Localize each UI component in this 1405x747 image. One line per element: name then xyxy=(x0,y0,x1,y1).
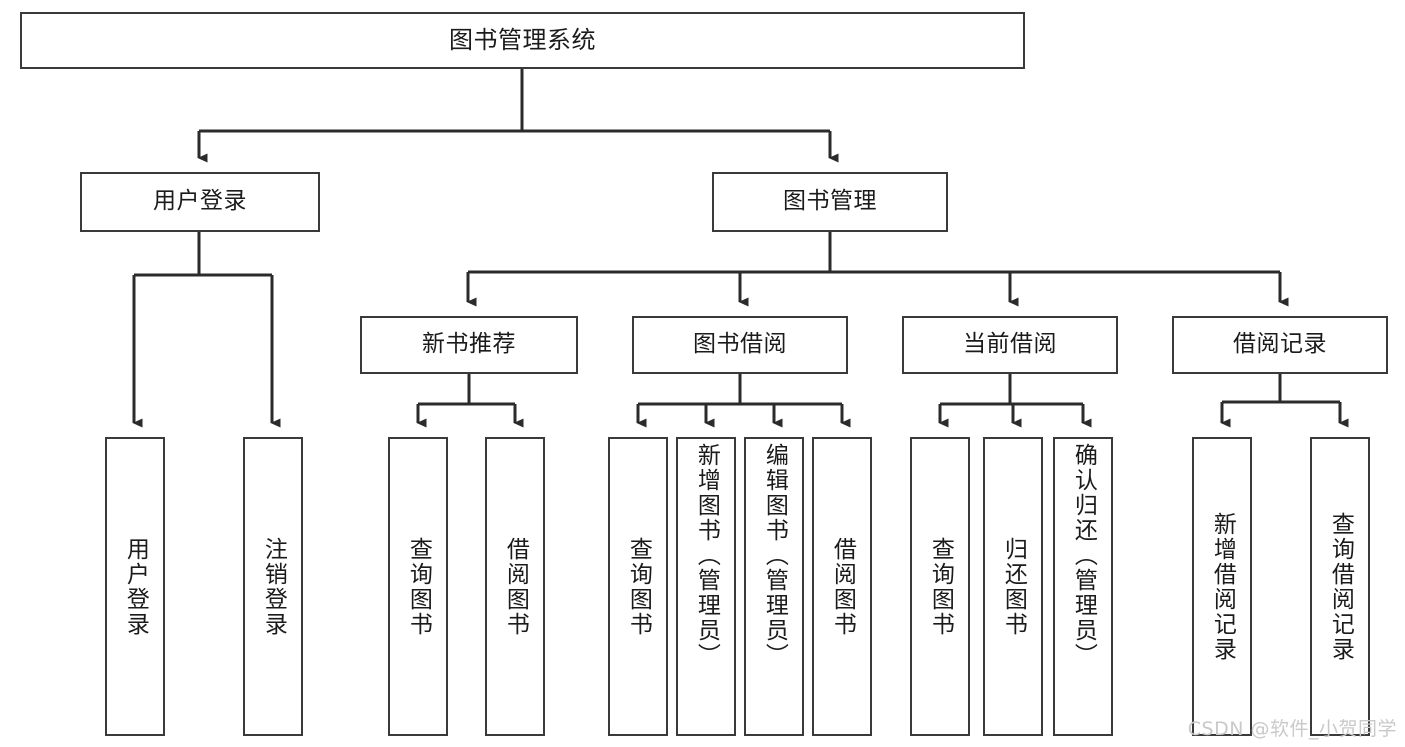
node-leaf-user-login-label: 用户登录 xyxy=(122,536,149,637)
node-book-borrow-label: 图书借阅 xyxy=(693,331,787,358)
node-leaf-logout[interactable]: 注销登录 xyxy=(243,437,303,736)
node-leaf-add-book-label: 新增图书（管理员） xyxy=(693,443,720,668)
node-leaf-query-book-borrow-label: 查询图书 xyxy=(625,536,652,637)
node-leaf-add-book[interactable]: 新增图书（管理员） xyxy=(676,437,736,736)
node-leaf-return-book[interactable]: 归还图书 xyxy=(983,437,1043,736)
node-leaf-user-login[interactable]: 用户登录 xyxy=(105,437,165,736)
node-leaf-add-record-label: 新增借阅记录 xyxy=(1209,511,1236,662)
node-leaf-query-book-borrow[interactable]: 查询图书 xyxy=(608,437,668,736)
node-current-borrow-label: 当前借阅 xyxy=(963,331,1057,358)
node-leaf-borrow-book-label: 借阅图书 xyxy=(829,536,856,637)
node-book-borrow[interactable]: 图书借阅 xyxy=(632,316,848,374)
node-current-borrow[interactable]: 当前借阅 xyxy=(902,316,1118,374)
node-book-manage-label: 图书管理 xyxy=(783,188,877,215)
node-leaf-query-book-rec-label: 查询图书 xyxy=(405,536,432,637)
node-leaf-confirm-return[interactable]: 确认归还（管理员） xyxy=(1053,437,1113,736)
node-leaf-edit-book-label: 编辑图书（管理员） xyxy=(761,443,788,668)
watermark-text: CSDN @软件_小贺同学 xyxy=(1187,718,1397,740)
node-root-label: 图书管理系统 xyxy=(449,26,596,55)
node-leaf-query-book-cur[interactable]: 查询图书 xyxy=(910,437,970,736)
node-leaf-logout-label: 注销登录 xyxy=(260,536,287,637)
node-borrow-record-label: 借阅记录 xyxy=(1233,331,1327,358)
node-leaf-query-book-rec[interactable]: 查询图书 xyxy=(388,437,448,736)
node-leaf-borrow-book-rec-label: 借阅图书 xyxy=(502,536,529,637)
node-leaf-edit-book[interactable]: 编辑图书（管理员） xyxy=(744,437,804,736)
node-user-login[interactable]: 用户登录 xyxy=(80,172,320,232)
node-root[interactable]: 图书管理系统 xyxy=(20,12,1025,69)
node-leaf-query-book-cur-label: 查询图书 xyxy=(927,536,954,637)
node-leaf-borrow-book-rec[interactable]: 借阅图书 xyxy=(485,437,545,736)
node-leaf-query-record[interactable]: 查询借阅记录 xyxy=(1310,437,1370,736)
node-leaf-confirm-return-label: 确认归还（管理员） xyxy=(1070,443,1097,668)
node-user-login-label: 用户登录 xyxy=(153,188,247,215)
node-leaf-query-record-label: 查询借阅记录 xyxy=(1327,511,1354,662)
node-leaf-return-book-label: 归还图书 xyxy=(1000,536,1027,637)
node-borrow-record[interactable]: 借阅记录 xyxy=(1172,316,1388,374)
node-new-book-rec-label: 新书推荐 xyxy=(422,331,516,358)
node-leaf-borrow-book[interactable]: 借阅图书 xyxy=(812,437,872,736)
node-book-manage[interactable]: 图书管理 xyxy=(712,172,948,232)
node-new-book-rec[interactable]: 新书推荐 xyxy=(360,316,578,374)
node-leaf-add-record[interactable]: 新增借阅记录 xyxy=(1192,437,1252,736)
